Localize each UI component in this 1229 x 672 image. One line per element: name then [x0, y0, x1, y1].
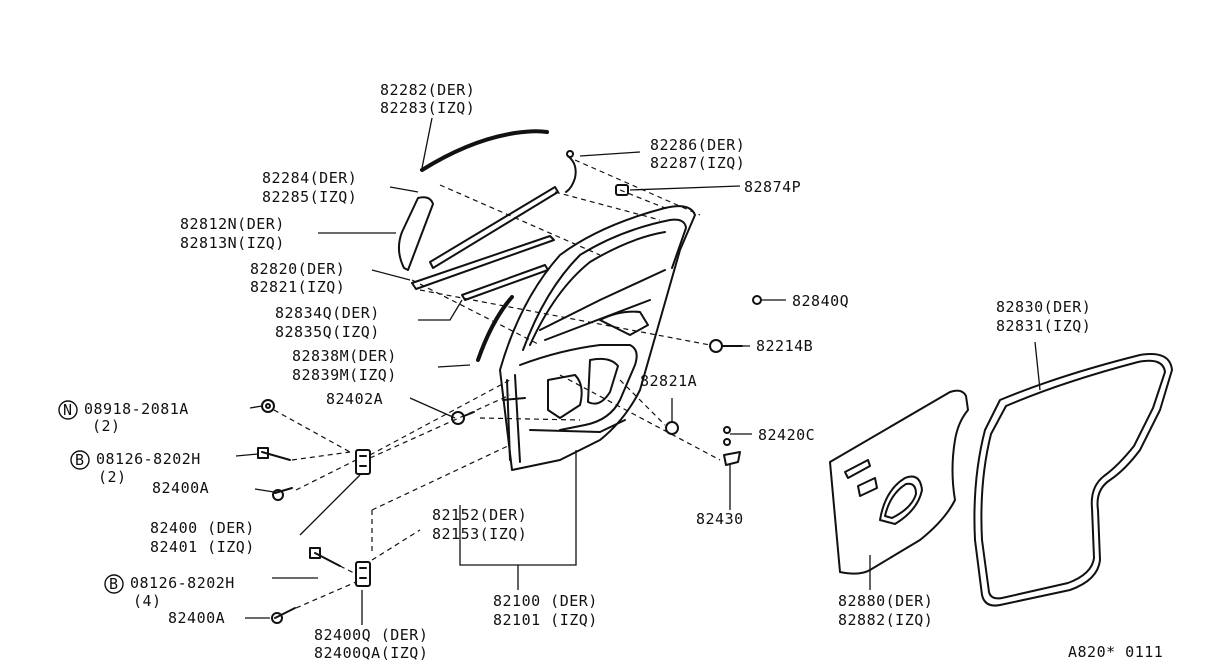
label-82214B: 82214B	[756, 337, 813, 355]
label-82820: 82820(DER)	[250, 260, 345, 278]
label-82813N: 82813N(IZQ)	[180, 234, 285, 252]
label-82401: 82401 (IZQ)	[150, 538, 255, 556]
label-82286: 82286(DER)	[650, 136, 745, 154]
bolt-08126-lower-icon	[309, 547, 341, 567]
label-82153: 82153(IZQ)	[432, 525, 527, 543]
door-sash-moulding	[398, 196, 434, 271]
label-82821A: 82821A	[640, 372, 697, 390]
b-symbol-circle-2	[104, 574, 124, 594]
label-82402A: 82402A	[326, 390, 383, 408]
diagram-code: A820* 0111	[1068, 643, 1163, 661]
label-82882: 82882(IZQ)	[838, 611, 933, 629]
lock-knob-82430-icon	[723, 451, 741, 466]
label-82874P: 82874P	[744, 178, 801, 196]
qty-08126-upper: (2)	[98, 468, 127, 486]
hinge-lower-icon	[355, 561, 371, 587]
belt-moulding-strip	[411, 235, 555, 290]
label-82420C: 82420C	[758, 426, 815, 444]
label-82839M: 82839M(IZQ)	[292, 366, 397, 384]
label-82101: 82101 (IZQ)	[493, 611, 598, 629]
label-82400Q: 82400Q (DER)	[314, 626, 428, 644]
label-82400A-upper: 82400A	[152, 479, 209, 497]
hinge-upper-icon	[355, 449, 371, 475]
label-82400: 82400 (DER)	[150, 519, 255, 537]
bolt-82400A-upper-icon	[272, 487, 293, 501]
label-82840Q: 82840Q	[792, 292, 849, 310]
outer-weatherstrip-top	[420, 129, 549, 172]
label-82284: 82284(DER)	[262, 169, 357, 187]
label-82282: 82282(DER)	[380, 81, 475, 99]
clip-82821A-icon	[665, 421, 679, 435]
label-82100: 82100 (DER)	[493, 592, 598, 610]
label-82880: 82880(DER)	[838, 592, 933, 610]
label-82152: 82152(DER)	[432, 506, 527, 524]
qty-08918: (2)	[92, 417, 121, 435]
label-82287: 82287(IZQ)	[650, 154, 745, 172]
label-08918: 08918-2081A	[84, 400, 189, 418]
bolt-82400A-lower-icon	[271, 607, 296, 624]
leader-lines	[235, 117, 1041, 625]
b-symbol-2: B	[109, 575, 119, 593]
label-08126-lower: 08126-8202H	[130, 574, 235, 592]
label-82283: 82283(IZQ)	[380, 99, 475, 117]
bolt-08126-upper-icon	[257, 447, 291, 461]
label-82430: 82430	[696, 510, 744, 528]
screw-82402A-icon	[451, 411, 475, 425]
label-82812N: 82812N(DER)	[180, 215, 285, 233]
label-82838M: 82838M(DER)	[292, 347, 397, 365]
corner-clip-end	[566, 150, 574, 158]
label-82834Q: 82834Q(DER)	[275, 304, 380, 322]
label-82821: 82821(IZQ)	[250, 278, 345, 296]
door-trim-panel	[829, 389, 969, 575]
corner-clip	[565, 155, 577, 193]
lock-rod-82420C-icon	[723, 426, 731, 446]
label-82285: 82285(IZQ)	[262, 188, 357, 206]
label-82835Q: 82835Q(IZQ)	[275, 323, 380, 341]
n-symbol-circle	[58, 400, 78, 420]
nut-08918-icon	[261, 399, 275, 413]
b-symbol-circle-1	[70, 450, 90, 470]
door-weatherstrip	[973, 353, 1173, 607]
clip-82874P-icon	[615, 184, 629, 196]
label-82400A-lower: 82400A	[168, 609, 225, 627]
n-symbol: N	[63, 401, 73, 419]
belt-weatherstrip	[461, 264, 549, 301]
grommet-82840Q-icon	[752, 295, 762, 305]
label-82831: 82831(IZQ)	[996, 317, 1091, 335]
label-82400QA: 82400QA(IZQ)	[314, 644, 428, 662]
rear-sash-channel	[476, 295, 514, 362]
dashed-guides	[273, 159, 721, 609]
label-08126-upper: 08126-8202H	[96, 450, 201, 468]
label-82830: 82830(DER)	[996, 298, 1091, 316]
glass-run-upper	[429, 186, 559, 269]
b-symbol-1: B	[75, 451, 85, 469]
qty-08126-lower: (4)	[133, 592, 162, 610]
